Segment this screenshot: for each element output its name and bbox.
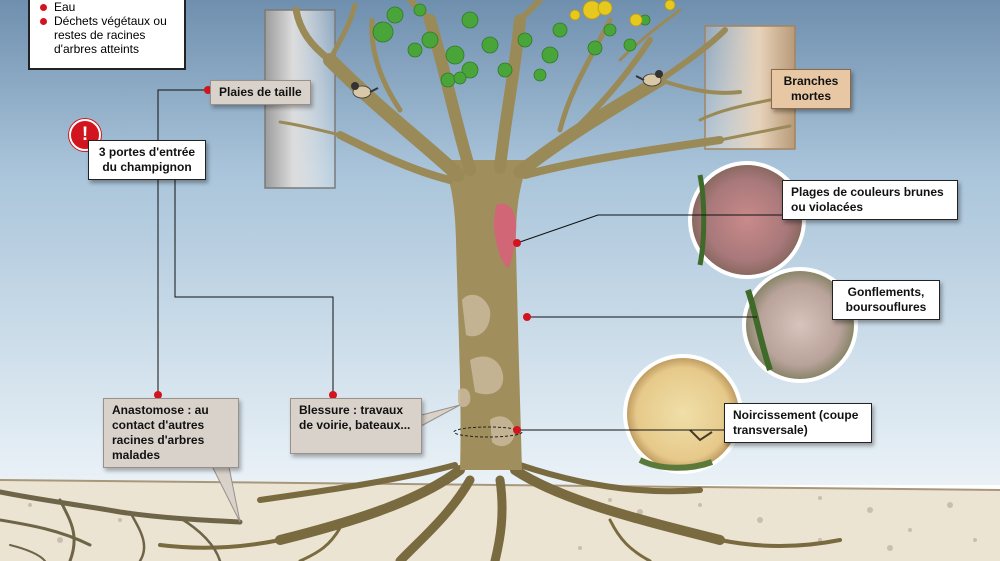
diseased-roots — [0, 489, 243, 561]
bird-icon — [635, 70, 663, 87]
swellings-photo — [742, 267, 858, 383]
label-anastomosis: Anastomose : au contact d'autres racines… — [103, 398, 239, 468]
yellow-leaves — [569, 0, 676, 27]
brown-patches-photo — [688, 161, 806, 279]
red-dot-icon — [40, 4, 47, 11]
legend-item-label: Déchets végétaux ou restes de racines d'… — [54, 14, 167, 56]
legend: Eau Déchets végétaux ou restes de racine… — [28, 0, 186, 70]
label-brown-patches: Plages de couleurs brunes ou violacées — [782, 180, 958, 220]
legend-item-water: Eau — [36, 0, 176, 14]
label-pruning-wounds: Plaies de taille — [210, 80, 311, 105]
red-dot-icon — [40, 18, 47, 25]
label-entry-points: 3 portes d'entrée du champignon — [88, 140, 206, 180]
leader-lines — [157, 89, 790, 431]
tree-branches — [278, 0, 792, 184]
infected-bark-patch — [494, 203, 517, 268]
leaves — [372, 3, 651, 88]
cross-section-marker — [453, 426, 523, 438]
label-dead-branches: Branches mortes — [771, 69, 851, 109]
label-swellings: Gonflements, boursouflures — [832, 280, 940, 320]
bird-icon — [351, 82, 379, 99]
label-blackening: Noircissement (coupe transversale) — [724, 403, 872, 443]
tree-roots — [158, 462, 842, 561]
bark-patches — [458, 294, 515, 447]
label-injury: Blessure : travaux de voirie, bateaux... — [290, 398, 422, 454]
legend-item-plant-waste: Déchets végétaux ou restes de racines d'… — [36, 14, 176, 56]
legend-item-label: Eau — [54, 0, 76, 14]
